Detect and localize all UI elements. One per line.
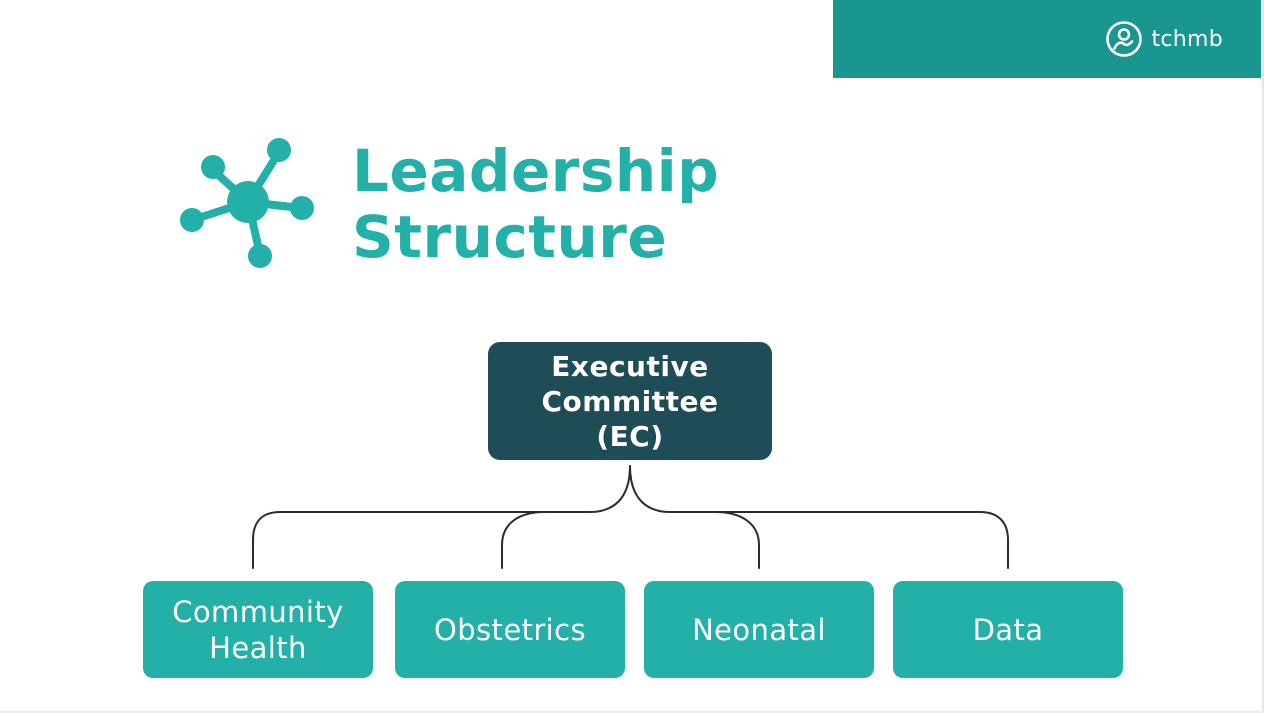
brand-logo: tchmb xyxy=(1105,20,1223,58)
connector-right-brace xyxy=(629,465,1009,569)
executive-committee-box: Executive Committee (EC) xyxy=(488,342,772,460)
community-health-line-2: Health xyxy=(209,630,307,665)
header-band: tchmb xyxy=(833,0,1261,78)
obstetrics-box: Obstetrics xyxy=(395,581,625,678)
community-health-line-1: Community xyxy=(172,594,344,629)
person-circle-icon xyxy=(1106,21,1143,57)
title-line-2: Structure xyxy=(352,203,668,271)
obstetrics-label: Obstetrics xyxy=(434,612,586,647)
data-label: Data xyxy=(972,612,1044,647)
ec-line-3: (EC) xyxy=(596,419,664,453)
network-hub-icon xyxy=(180,138,314,268)
ec-line-2: Committee xyxy=(541,384,719,418)
connector-obstetrics xyxy=(501,511,546,569)
connector-left-brace xyxy=(252,465,631,569)
neonatal-label: Neonatal xyxy=(692,612,826,647)
ec-line-1: Executive xyxy=(551,349,709,383)
title-line-1: Leadership xyxy=(352,137,720,205)
data-box: Data xyxy=(893,581,1123,678)
slide-right-edge xyxy=(1262,0,1264,713)
page-title: Leadership Structure xyxy=(352,138,719,270)
connector-neonatal xyxy=(714,511,760,569)
slide-bottom-edge xyxy=(0,711,1264,713)
community-health-box: Community Health xyxy=(143,581,373,678)
brand-name: tchmb xyxy=(1151,26,1223,52)
neonatal-box: Neonatal xyxy=(644,581,874,678)
